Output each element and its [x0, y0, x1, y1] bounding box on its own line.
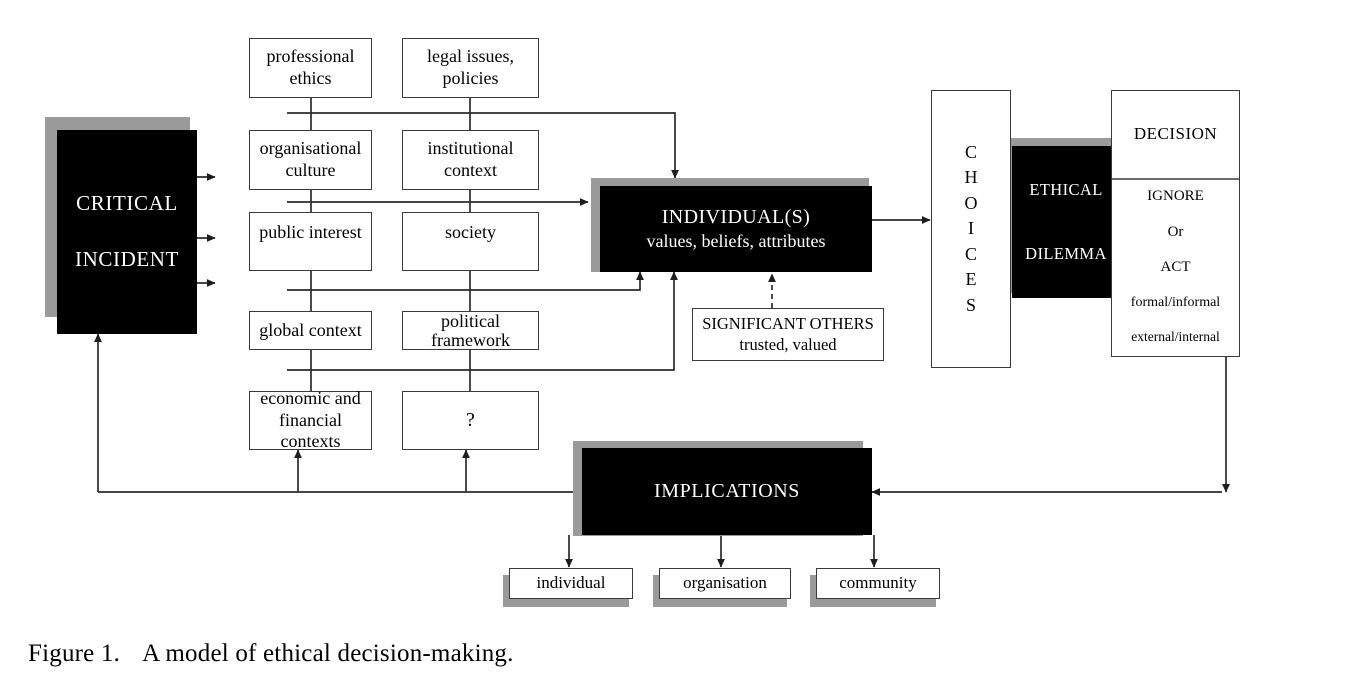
- individuals-title: INDIVIDUAL(S): [661, 205, 811, 228]
- individuals-subtitle: values, beliefs, attributes: [646, 231, 826, 252]
- implications-box[interactable]: IMPLICATIONS: [582, 448, 872, 535]
- factor-political-framework[interactable]: political framework: [402, 311, 539, 350]
- factor-public-interest-label: public interest: [259, 222, 362, 242]
- factor-global-context[interactable]: global context: [249, 311, 372, 350]
- choices-letter-stack: C H O I C E S: [965, 140, 978, 319]
- significant-others-subtitle: trusted, valued: [739, 334, 837, 354]
- factor-global-context-label: global context: [259, 319, 362, 340]
- choices-letter-6: S: [965, 294, 976, 315]
- significant-others-box[interactable]: SIGNIFICANT OTHERS trusted, valued: [692, 308, 884, 361]
- choices-letter-3: I: [968, 218, 974, 239]
- critical-incident-line2: INCIDENT: [75, 247, 179, 271]
- factor-question-placeholder-label: ?: [466, 409, 475, 432]
- outcome-community-box[interactable]: community: [816, 568, 940, 599]
- factor-organisational-culture[interactable]: organisational culture: [249, 130, 372, 190]
- factor-professional-ethics[interactable]: professional ethics: [249, 38, 372, 98]
- outcome-individual-label: individual: [536, 573, 606, 593]
- factor-legal-issues-policies-label: legal issues, policies: [427, 46, 514, 88]
- critical-incident-box[interactable]: CRITICAL INCIDENT: [57, 130, 197, 334]
- decision-option-2[interactable]: ACT: [1160, 259, 1191, 275]
- decision-title-cell: DECISION: [1111, 90, 1240, 179]
- factor-professional-ethics-label: professional ethics: [266, 46, 355, 88]
- factor-institutional-context[interactable]: institutional context: [402, 130, 539, 190]
- choices-letter-5: E: [965, 269, 977, 290]
- decision-option-1[interactable]: Or: [1167, 223, 1184, 240]
- decision-options-list: IGNORE Or ACT formal/informal external/i…: [1111, 179, 1240, 357]
- choices-letter-2: O: [964, 192, 978, 213]
- decision-option-3[interactable]: formal/informal: [1130, 294, 1221, 310]
- decision-title: DECISION: [1133, 124, 1218, 144]
- critical-incident-line1: CRITICAL: [76, 191, 178, 216]
- outcome-community-label: community: [839, 573, 917, 593]
- ethical-dilemma-box[interactable]: ETHICAL DILEMMA: [1012, 146, 1120, 298]
- factor-institutional-context-label: institutional context: [427, 138, 514, 180]
- figure-caption: Figure 1. A model of ethical decision-mak…: [28, 640, 514, 668]
- ethical-dilemma-line1: ETHICAL: [1029, 179, 1103, 199]
- factor-political-framework-label: political framework: [431, 310, 510, 350]
- implications-label: IMPLICATIONS: [653, 480, 801, 503]
- factor-question-placeholder[interactable]: ?: [402, 391, 539, 450]
- outcome-organisation-label: organisation: [683, 573, 767, 593]
- choices-letter-1: H: [964, 167, 978, 188]
- choices-letter-4: C: [964, 243, 977, 264]
- decision-option-4[interactable]: external/internal: [1131, 329, 1220, 344]
- factor-society-label: society: [445, 222, 496, 242]
- decision-option-0[interactable]: IGNORE: [1147, 188, 1204, 204]
- factor-economic-financial-contexts[interactable]: economic and financial contexts: [249, 388, 372, 451]
- outcome-organisation-box[interactable]: organisation: [659, 568, 791, 599]
- figure-caption-text: A model of ethical decision-making.: [142, 640, 514, 667]
- factor-economic-financial-contexts-label: economic and financial contexts: [260, 387, 361, 452]
- factor-organisational-culture-label: organisational culture: [259, 138, 362, 180]
- choices-box[interactable]: C H O I C E S: [931, 90, 1011, 368]
- significant-others-title: SIGNIFICANT OTHERS: [702, 314, 874, 334]
- figure-caption-label: Figure 1.: [28, 640, 121, 667]
- factor-legal-issues-policies[interactable]: legal issues, policies: [402, 38, 539, 98]
- outcome-individual-box[interactable]: individual: [509, 568, 633, 599]
- individuals-box[interactable]: INDIVIDUAL(S) values, beliefs, attribute…: [600, 186, 872, 272]
- decision-divider: [1111, 178, 1240, 180]
- factor-public-interest[interactable]: public interest: [249, 212, 372, 271]
- choices-letter-0: C: [964, 141, 977, 162]
- ethical-dilemma-line2: DILEMMA: [1025, 244, 1107, 263]
- factor-society[interactable]: society: [402, 212, 539, 271]
- decision-box[interactable]: [1111, 90, 1240, 357]
